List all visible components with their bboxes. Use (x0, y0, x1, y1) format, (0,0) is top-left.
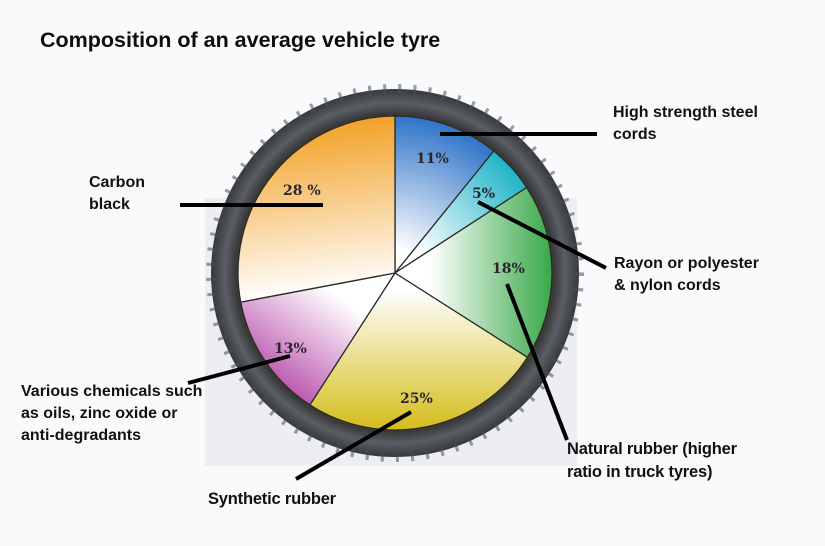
leader-synthetic (294, 410, 413, 481)
slice-synthetic (309, 272, 529, 431)
value-chemicals: 13% (274, 341, 307, 357)
slice-chemicals (240, 272, 396, 406)
value-natural: 18% (492, 261, 525, 277)
chart-title: Composition of an average vehicle tyre (40, 28, 441, 52)
slice-steel (394, 115, 495, 274)
value-synthetic: 25% (400, 391, 433, 407)
tyre-tread-icon (206, 84, 584, 462)
label-carbon: Carbon black (89, 174, 145, 213)
value-steel: 11% (416, 151, 449, 167)
label-synthetic: Synthetic rubber (208, 490, 336, 508)
leader-natural (505, 283, 569, 441)
slice-natural (394, 186, 553, 358)
label-chemicals: Various chemicals such as oils, zinc oxi… (21, 383, 203, 444)
value-rayon: 5% (472, 186, 495, 202)
slice-carbon (237, 115, 396, 303)
value-carbon: 28 % (283, 183, 321, 199)
label-steel: High strength steel cords (613, 104, 758, 143)
label-rayon: Rayon or polyester & nylon cords (614, 255, 759, 294)
label-natural: Natural rubber (higher ratio in truck ty… (567, 440, 737, 481)
leader-chemicals (187, 354, 291, 385)
leader-rayon (477, 200, 607, 270)
